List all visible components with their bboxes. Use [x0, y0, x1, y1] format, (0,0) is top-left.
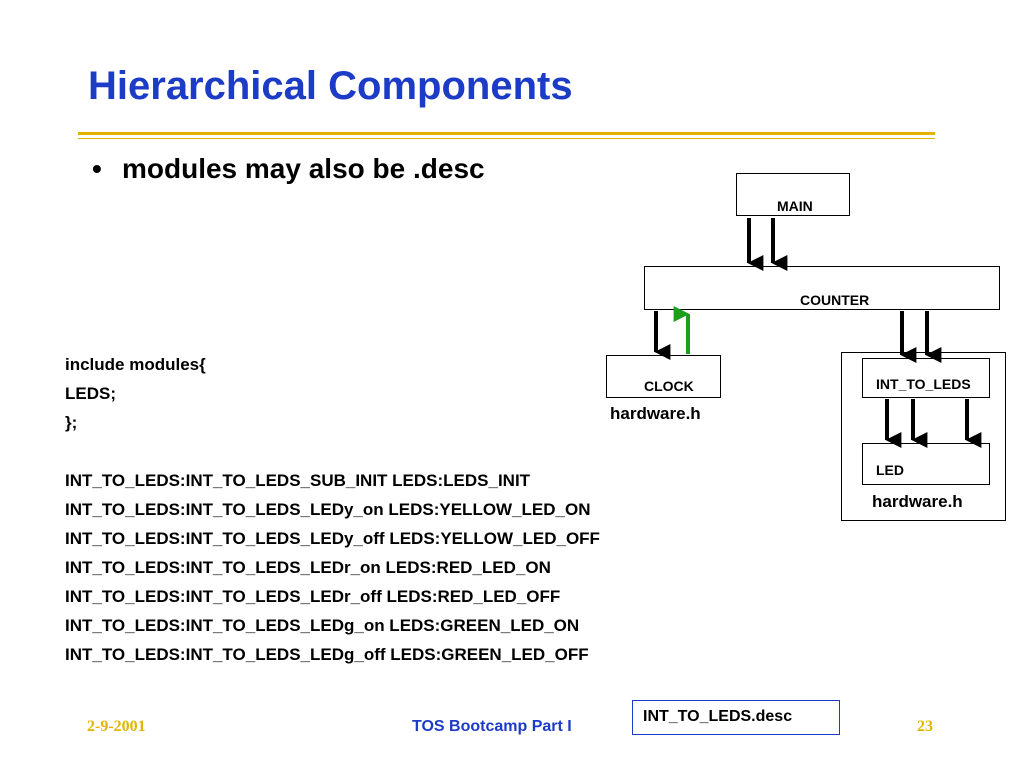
code-line: INT_TO_LEDS:INT_TO_LEDS_LEDy_off LEDS:YE… [65, 529, 600, 548]
code-line: INT_TO_LEDS:INT_TO_LEDS_LEDy_on LEDS:YEL… [65, 500, 591, 519]
bullet-icon: • [92, 153, 102, 184]
code-line: include modules{ [65, 355, 206, 374]
bullet-text: modules may also be .desc [122, 153, 485, 184]
title-rule-thin [78, 138, 935, 139]
footer-title: TOS Bootcamp Part I [412, 718, 572, 735]
main-label: MAIN [777, 198, 813, 214]
desc-file-label: INT_TO_LEDS.desc [643, 708, 793, 725]
code-line: INT_TO_LEDS:INT_TO_LEDS_LEDr_on LEDS:RED… [65, 558, 551, 577]
led-label: LED [876, 462, 904, 478]
led-hardware-label: hardware.h [872, 492, 963, 511]
title-rule-thick [78, 132, 935, 135]
clock-label: CLOCK [644, 378, 694, 394]
code-block: include modules{ LEDS; }; INT_TO_LEDS:IN… [65, 350, 600, 669]
code-line: LEDS; [65, 384, 116, 403]
code-line: INT_TO_LEDS:INT_TO_LEDS_LEDg_off LEDS:GR… [65, 645, 589, 664]
slide-title: Hierarchical Components [88, 64, 573, 108]
counter-label: COUNTER [800, 292, 870, 308]
code-line: INT_TO_LEDS:INT_TO_LEDS_LEDr_off LEDS:RE… [65, 587, 561, 606]
main-box: MAIN [736, 173, 850, 216]
desc-file-box: INT_TO_LEDS.desc [632, 700, 840, 735]
code-line: }; [65, 413, 78, 432]
clock-hardware-label: hardware.h [610, 404, 701, 423]
footer-date: 2-9-2001 [87, 718, 146, 735]
code-line: INT_TO_LEDS:INT_TO_LEDS_SUB_INIT LEDS:LE… [65, 471, 531, 490]
code-line: INT_TO_LEDS:INT_TO_LEDS_LEDg_on LEDS:GRE… [65, 616, 580, 635]
counter-box: COUNTER [644, 266, 1000, 310]
page-number: 23 [917, 718, 933, 735]
int-to-leds-label: INT_TO_LEDS [876, 376, 971, 392]
